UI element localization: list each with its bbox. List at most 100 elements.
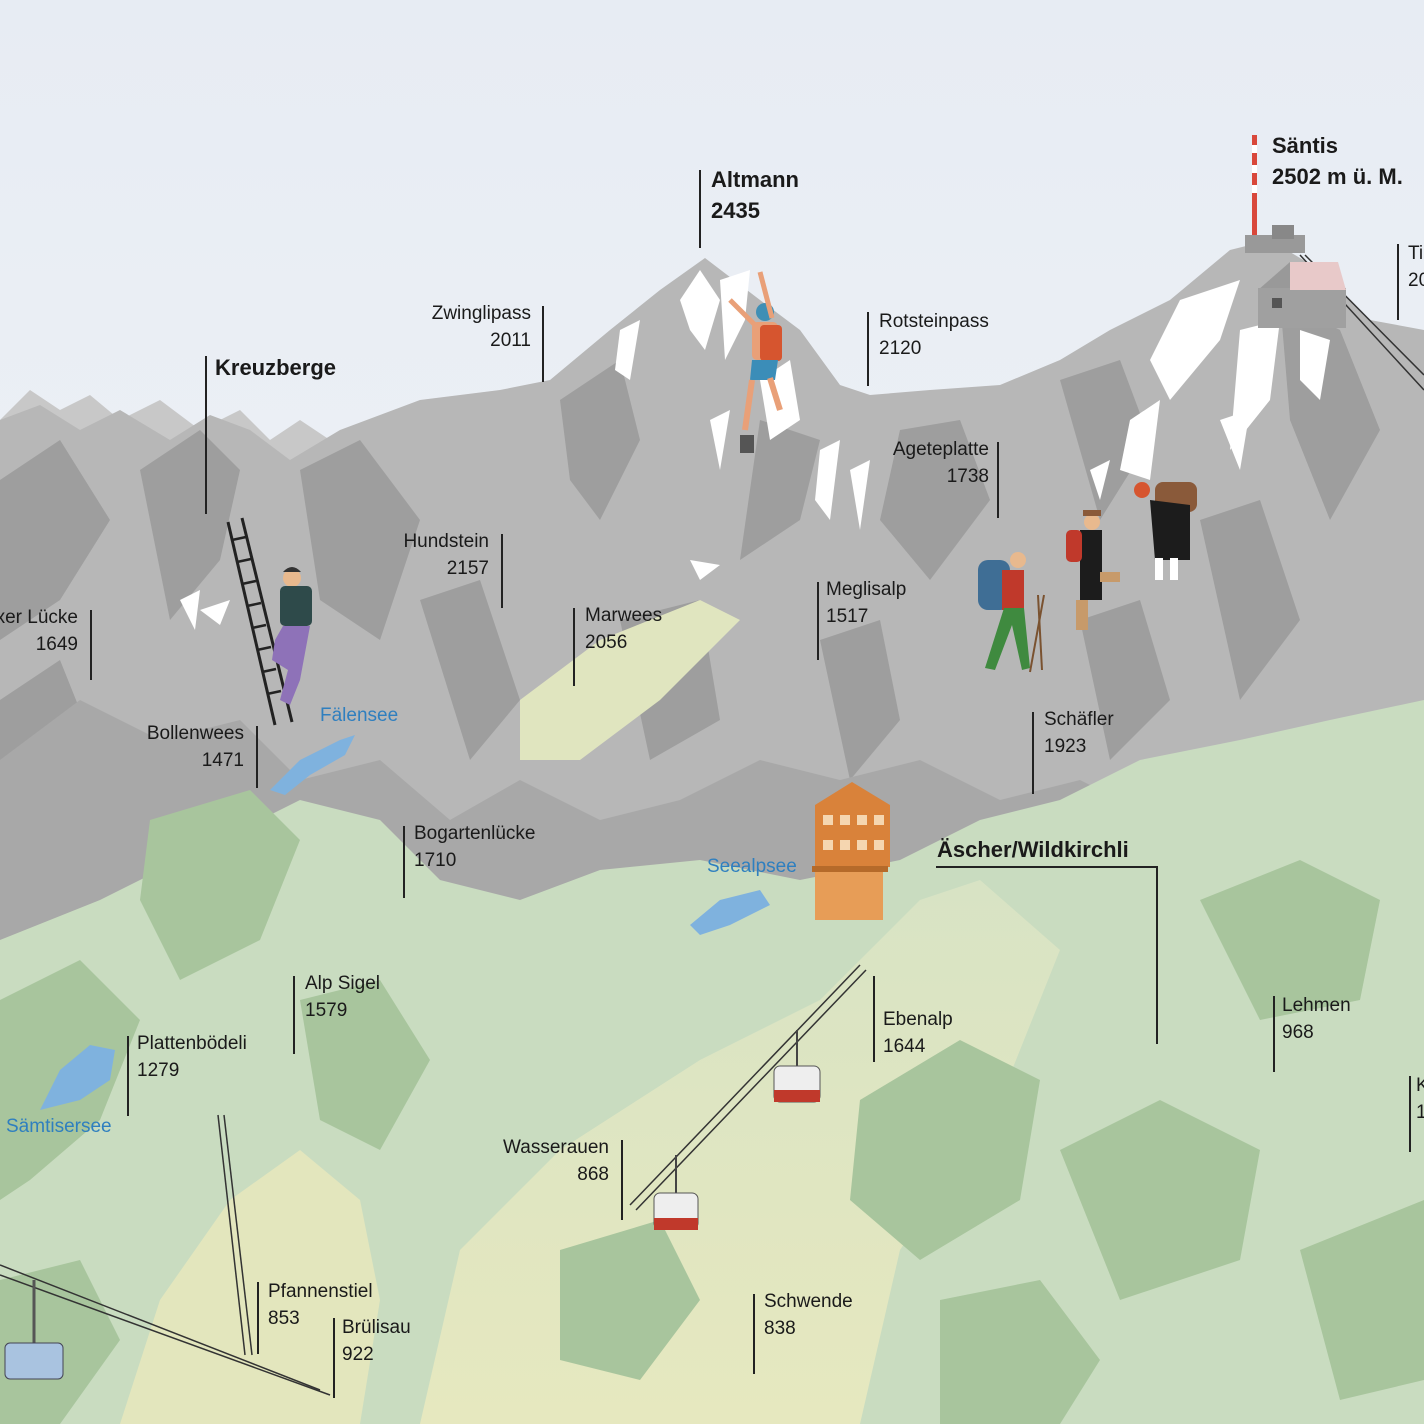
ageteplatte-name: Ageteplatte bbox=[892, 439, 989, 460]
label-schwende: Schwende 838 bbox=[764, 1288, 853, 1342]
hikers bbox=[978, 482, 1197, 673]
meglisalp-elevation: 1517 bbox=[826, 606, 869, 627]
valley-upper bbox=[520, 600, 740, 760]
pfannenstiel-elevation: 853 bbox=[268, 1308, 300, 1329]
zwinglipass-name: Zwinglipass bbox=[431, 303, 531, 324]
rotsteinpass-name: Rotsteinpass bbox=[879, 311, 989, 332]
bogartenluecke-name: Bogartenlücke bbox=[414, 823, 536, 844]
label-saentis: Säntis 2502 m ü. M. bbox=[1272, 130, 1403, 192]
lehmen-name: Lehmen bbox=[1282, 995, 1351, 1016]
bogartenluecke-elevation: 1710 bbox=[414, 850, 457, 871]
gondola-left bbox=[4, 1280, 64, 1380]
leader-edge-k bbox=[1409, 1076, 1411, 1152]
leader-rotsteinpass bbox=[867, 312, 869, 386]
pfannenstiel-name: Pfannenstiel bbox=[268, 1281, 373, 1302]
leader-meglisalp bbox=[817, 582, 819, 660]
leader-plattenboedeli bbox=[127, 1036, 129, 1116]
kreuzberge-name: Kreuzberge bbox=[215, 355, 337, 380]
label-bollenwees: Bollenwees 1471 bbox=[147, 720, 244, 774]
label-saemtisersee: Sämtisersee bbox=[6, 1116, 112, 1137]
label-edge-k: K 1 bbox=[1416, 1072, 1424, 1126]
gondola-lower bbox=[653, 1155, 699, 1230]
label-bogartenluecke: Bogartenlücke 1710 bbox=[414, 820, 535, 874]
ebenalp-name: Ebenalp bbox=[883, 1009, 953, 1030]
leader-pfannenstiel bbox=[257, 1282, 259, 1354]
leader-alp-sigel bbox=[293, 976, 295, 1054]
leader-ageteplatte bbox=[997, 442, 999, 518]
label-faelensee: Fälensee bbox=[320, 705, 399, 726]
edge-k-elevation: 1 bbox=[1416, 1102, 1424, 1123]
label-pfannenstiel: Pfannenstiel 853 bbox=[268, 1278, 373, 1332]
zwinglipass-elevation: 2011 bbox=[490, 330, 531, 351]
leader-bogartenluecke bbox=[403, 826, 405, 898]
label-rotsteinpass: Rotsteinpass 2120 bbox=[879, 308, 989, 362]
gondola-upper bbox=[773, 1030, 821, 1103]
label-kreuzberge: Kreuzberge bbox=[215, 352, 336, 383]
label-lehmen: Lehmen 968 bbox=[1282, 992, 1351, 1046]
label-aescher: Äscher/Wildkirchli bbox=[937, 834, 1129, 865]
label-meglisalp: Meglisalp 1517 bbox=[826, 576, 906, 630]
hundstein-name: Hundstein bbox=[403, 531, 489, 552]
label-saxer-luecke: axer Lücke 1649 bbox=[0, 604, 78, 658]
edge-k-name: K bbox=[1416, 1075, 1424, 1096]
altmann-climber bbox=[728, 271, 783, 453]
marwees-elevation: 2056 bbox=[585, 632, 628, 653]
leader-bollenwees bbox=[256, 726, 258, 788]
alp-sigel-elevation: 1579 bbox=[305, 1000, 348, 1021]
rotsteinpass-elevation: 2120 bbox=[879, 338, 922, 359]
meglisalp-name: Meglisalp bbox=[826, 579, 907, 600]
leader-zwinglipass bbox=[542, 306, 544, 382]
schwende-elevation: 838 bbox=[764, 1318, 796, 1339]
altmann-name: Altmann bbox=[711, 167, 799, 192]
leader-aescher-h bbox=[936, 866, 1158, 868]
label-tierwis: Ti 20 bbox=[1408, 240, 1424, 294]
saxer-luecke-name: axer Lücke bbox=[0, 607, 78, 628]
schaefler-elevation: 1923 bbox=[1044, 736, 1087, 757]
ladder-climber bbox=[226, 517, 312, 726]
valley-left bbox=[120, 1150, 380, 1424]
label-hundstein: Hundstein 2157 bbox=[403, 528, 489, 582]
leader-kreuzberge bbox=[205, 356, 207, 514]
bollenwees-elevation: 1471 bbox=[201, 750, 244, 771]
leader-altmann bbox=[699, 170, 701, 248]
label-altmann: Altmann 2435 bbox=[711, 164, 799, 226]
leader-bruelisau bbox=[333, 1318, 335, 1398]
aescher-name: Äscher/Wildkirchli bbox=[937, 837, 1129, 862]
cable-lines bbox=[0, 254, 1424, 1396]
lehmen-elevation: 968 bbox=[1282, 1022, 1314, 1043]
leader-tierwis bbox=[1397, 244, 1399, 320]
label-wasserauen: Wasserauen 868 bbox=[503, 1134, 609, 1188]
leader-marwees bbox=[573, 608, 575, 686]
leader-hundstein bbox=[501, 534, 503, 608]
label-plattenboedeli: Plattenbödeli 1279 bbox=[137, 1030, 247, 1084]
bruelisau-elevation: 922 bbox=[342, 1344, 374, 1365]
label-marwees: Marwees 2056 bbox=[585, 602, 662, 656]
label-alp-sigel: Alp Sigel 1579 bbox=[305, 970, 380, 1024]
hundstein-elevation: 2157 bbox=[446, 558, 489, 579]
label-zwinglipass: Zwinglipass 2011 bbox=[432, 300, 531, 354]
snow-patches bbox=[180, 270, 1330, 630]
ebenalp-elevation: 1644 bbox=[883, 1036, 926, 1057]
label-seealpsee: Seealpsee bbox=[707, 856, 797, 877]
aescher-house bbox=[812, 782, 890, 920]
ageteplatte-elevation: 1738 bbox=[946, 466, 989, 487]
leader-ebenalp bbox=[873, 976, 875, 1062]
tierwis-elevation: 20 bbox=[1408, 270, 1424, 291]
schaefler-name: Schäfler bbox=[1044, 709, 1114, 730]
label-ageteplatte: Ageteplatte 1738 bbox=[893, 436, 989, 490]
lakes bbox=[40, 735, 770, 1110]
forest-bands bbox=[0, 790, 1424, 1424]
wasserauen-name: Wasserauen bbox=[503, 1137, 609, 1158]
leader-saxer-luecke bbox=[90, 610, 92, 680]
label-ebenalp: Ebenalp 1644 bbox=[883, 1006, 953, 1060]
leader-lehmen bbox=[1273, 996, 1275, 1072]
alp-sigel-name: Alp Sigel bbox=[305, 973, 380, 994]
leader-schwende bbox=[753, 1294, 755, 1374]
plattenboedeli-name: Plattenbödeli bbox=[137, 1033, 247, 1054]
bollenwees-name: Bollenwees bbox=[146, 723, 244, 744]
bruelisau-name: Brülisau bbox=[342, 1317, 411, 1338]
schwende-name: Schwende bbox=[764, 1291, 853, 1312]
label-schaefler: Schäfler 1923 bbox=[1044, 706, 1114, 760]
tierwis-name: Ti bbox=[1408, 243, 1424, 264]
